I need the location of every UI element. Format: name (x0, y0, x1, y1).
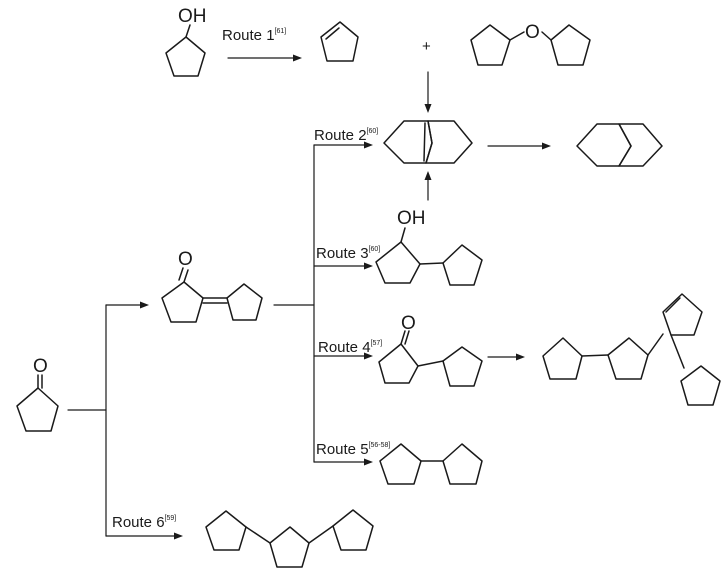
ether-oxygen-label: O (525, 22, 540, 43)
carbonyl-oxygen-label: O (401, 313, 416, 334)
cyclopentanone: O (16, 356, 59, 432)
route-3-label: Route 3[60] (316, 245, 380, 262)
cyclopentene (320, 21, 359, 62)
route-6-label: Route 6[59] (112, 514, 176, 531)
tricyclopentane (205, 509, 374, 568)
plus-sign: + (422, 38, 431, 55)
cyclopentane-ring (332, 509, 374, 551)
cyclopentane-ring (442, 244, 483, 286)
branch-lines (67, 144, 315, 537)
cyclopentene-ring (320, 21, 359, 62)
decalin (576, 123, 663, 167)
cyclopentanone-ring (378, 343, 419, 384)
route-4-arrow (313, 352, 373, 360)
octahydronaphthalene-to-decalin-arrow (487, 142, 551, 150)
ether-to-octahydronaphthalene-arrow (424, 71, 432, 113)
hydroxyl-label: OH (397, 208, 426, 229)
cyclohexane-ring (425, 120, 473, 164)
route-2-label: Route 2[60] (314, 127, 378, 144)
cyclohexane-ring (618, 123, 663, 167)
route-4-label: Route 4[57] (318, 339, 382, 356)
cyclopentane-ring (165, 36, 206, 77)
cyclopentane-ring (269, 526, 310, 568)
cyclopentanol: OH (165, 6, 207, 77)
cyclopentane-ring (542, 337, 583, 380)
cyclopentane-ring (205, 510, 247, 551)
cyclopentylcyclopentanol: OH (375, 208, 483, 286)
route-6-arrow (105, 532, 183, 540)
cyclopentane-ring (470, 24, 511, 66)
hydroxyl-label: OH (178, 6, 207, 27)
cyclopentane-ring (379, 443, 422, 485)
cyclopentane-ring (226, 283, 263, 321)
route-1-label: Route 1[61] (222, 27, 286, 44)
cyclopentane-ring (680, 365, 721, 406)
cyclopentane-ring (662, 293, 703, 336)
dicyclopentyl-ether: O (470, 22, 591, 66)
cyclopentanone-ring (161, 281, 204, 323)
cyclopentane-ring (375, 241, 421, 284)
octahydronaphthalene (383, 120, 473, 164)
cyclopentane-ring (442, 346, 483, 387)
cyclopentane-ring (442, 443, 483, 485)
alcohol-to-octahydronaphthalene-arrow (424, 171, 432, 201)
cyclopentane-ring (607, 337, 649, 380)
cyclopentylcyclopentanone: O (378, 313, 483, 387)
route-1-arrow (227, 54, 302, 62)
cyclopentane-ring (550, 24, 591, 66)
tetracyclopentane (542, 293, 721, 406)
bicyclopentyl (379, 443, 483, 485)
route-4-continuation-arrow (487, 353, 525, 361)
cyclopentanone-ring (16, 387, 59, 432)
route-5-arrow (313, 458, 373, 466)
carbonyl-oxygen-label: O (178, 249, 193, 270)
carbonyl-oxygen-label: O (33, 356, 48, 377)
cyclopentylidene-cyclopentanone: O (161, 249, 263, 323)
route-3-arrow (313, 262, 373, 270)
route-2-arrow (313, 141, 373, 149)
aldol-arrow (105, 301, 149, 309)
route-5-label: Route 5[56-58] (316, 441, 390, 458)
